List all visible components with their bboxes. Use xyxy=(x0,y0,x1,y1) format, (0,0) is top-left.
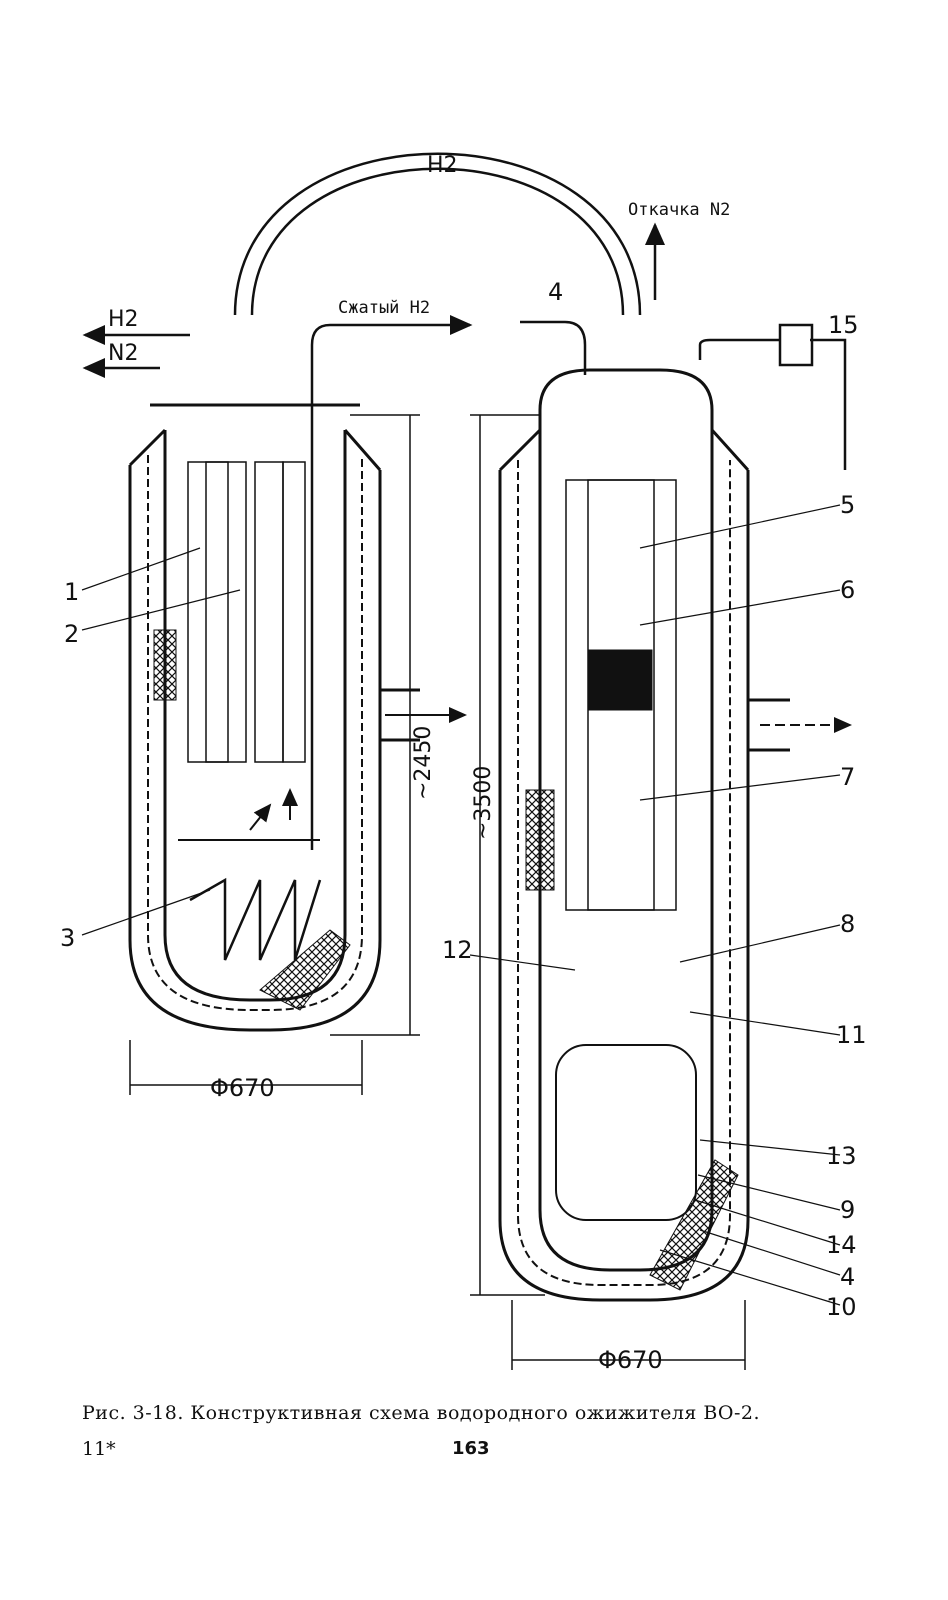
pump-n2-label: Откачка N2 xyxy=(628,200,730,220)
callout-11: 11 xyxy=(836,1021,867,1049)
callout-9: 9 xyxy=(840,1196,855,1224)
callout-14: 14 xyxy=(826,1231,857,1259)
right-diameter-dimension xyxy=(511,1300,746,1370)
callout-10: 10 xyxy=(826,1293,857,1321)
callout-numbers: 1 2 3 4 5 6 7 8 11 12 13 9 14 4 10 15 xyxy=(60,278,867,1321)
left-insulation-bottom xyxy=(259,929,351,1011)
callout-leaders xyxy=(81,321,841,1306)
left-height-label: ~2450 xyxy=(411,726,436,800)
callout-8: 8 xyxy=(840,910,855,938)
right-vessel xyxy=(498,368,790,1302)
h2-arch-label: H2 xyxy=(427,153,458,178)
left-liquid-arrow-1 xyxy=(249,803,272,831)
valve-15 xyxy=(778,323,814,367)
left-diameter-label: Φ670 xyxy=(210,1074,275,1102)
callout-15: 15 xyxy=(828,311,859,339)
right-height-dimension xyxy=(470,414,545,1296)
left-vessel xyxy=(128,403,420,1032)
h2-outlet-label: H2 xyxy=(108,307,139,332)
callout-2: 2 xyxy=(64,620,79,648)
pipe-4 xyxy=(520,320,587,375)
n2-outlet-label: N2 xyxy=(108,341,138,366)
right-insulation-bottom xyxy=(649,1159,739,1291)
right-height-label: ~3500 xyxy=(471,766,496,840)
compressed-h2-label: Сжатый H2 xyxy=(338,298,430,318)
callout-6: 6 xyxy=(840,576,855,604)
left-diameter-dimension xyxy=(129,1040,363,1095)
callout-3: 3 xyxy=(60,924,75,952)
signature-mark: 11* xyxy=(82,1438,116,1460)
callout-7: 7 xyxy=(840,763,855,791)
page-number: 163 xyxy=(452,1438,490,1459)
h2-transfer-arch xyxy=(233,152,642,316)
figure-caption: Рис. 3-18. Конструктивная схема водородн… xyxy=(82,1402,761,1424)
callout-4-top: 4 xyxy=(548,278,563,306)
compressed-h2-line xyxy=(310,315,473,850)
right-insulation-top xyxy=(525,789,555,891)
callout-5: 5 xyxy=(840,491,855,519)
valve-15-pipe xyxy=(698,338,847,470)
callout-13: 13 xyxy=(826,1142,857,1170)
callout-1: 1 xyxy=(64,578,79,606)
callout-12: 12 xyxy=(442,936,473,964)
left-height-dimension xyxy=(330,414,420,1036)
right-diameter-label: Φ670 xyxy=(598,1346,663,1374)
callout-4-bottom: 4 xyxy=(840,1263,855,1291)
left-insulation-top xyxy=(153,629,177,701)
